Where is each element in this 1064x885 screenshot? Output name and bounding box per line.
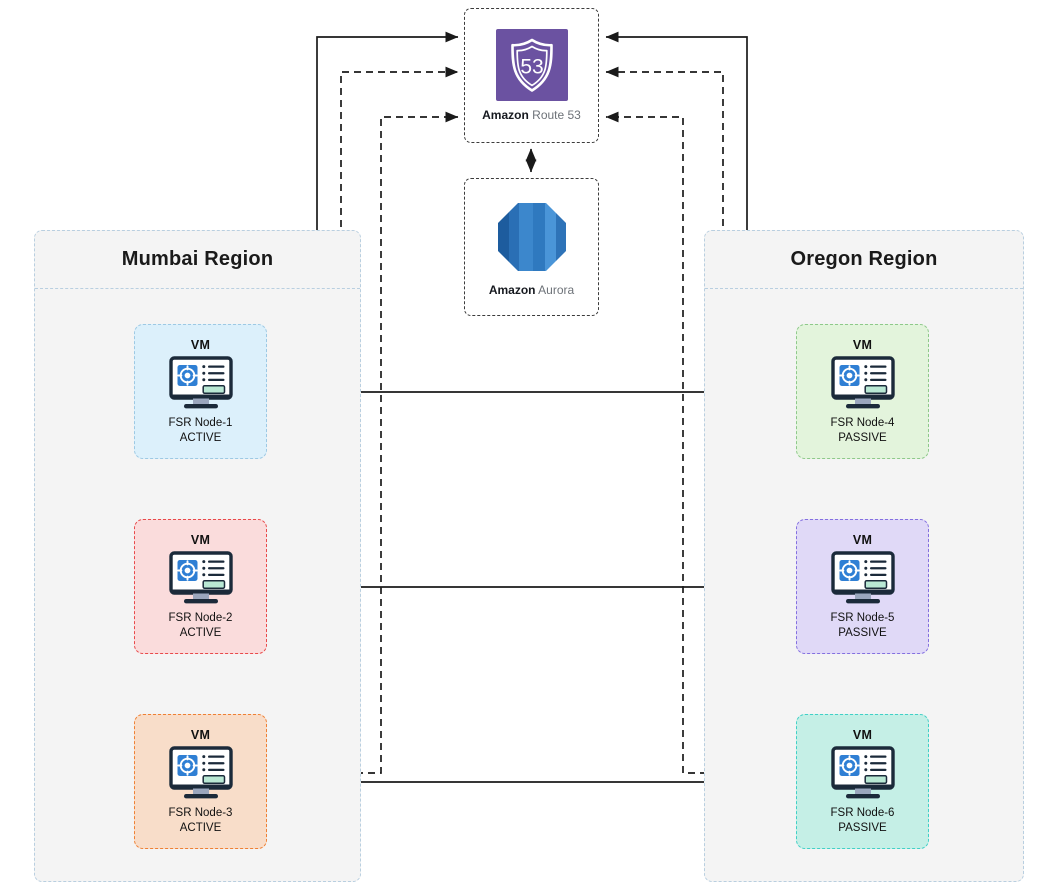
node1-name: FSR Node-1	[168, 416, 233, 429]
vm-monitor-icon	[168, 746, 234, 801]
node-fsr-node-5[interactable]: VM FSR Node-5 PASSIVE	[796, 519, 929, 654]
amazon-aurora-caption: Amazon Aurora	[489, 283, 574, 297]
node3-vm-label: VM	[190, 727, 211, 742]
svg-text:53: 53	[520, 56, 543, 79]
region-mumbai-header: Mumbai Region	[35, 231, 360, 289]
node-fsr-node-2[interactable]: VM FSR Node-2 ACTIVE	[134, 519, 267, 654]
node4-name: FSR Node-4	[830, 416, 895, 429]
node4-label: FSR Node-4 PASSIVE	[831, 416, 895, 445]
node2-vm-label: VM	[190, 532, 211, 547]
region-oregon-header: Oregon Region	[705, 231, 1023, 289]
amazon-route-53-icon: 53	[495, 29, 568, 101]
node6-label: FSR Node-6 PASSIVE	[831, 806, 895, 835]
node6-name: FSR Node-6	[830, 806, 895, 819]
amazon-aurora-icon	[493, 198, 571, 276]
node2-label: FSR Node-2 ACTIVE	[169, 611, 233, 640]
node4-state: PASSIVE	[838, 431, 887, 444]
aurora-brand: Amazon	[488, 282, 536, 297]
node1-label: FSR Node-1 ACTIVE	[169, 416, 233, 445]
node-fsr-node-4[interactable]: VM FSR Node-4 PASSIVE	[796, 324, 929, 459]
node3-label: FSR Node-3 ACTIVE	[169, 806, 233, 835]
vm-monitor-icon	[830, 356, 896, 411]
service-amazon-aurora[interactable]: Amazon Aurora	[464, 178, 599, 316]
node3-name: FSR Node-3	[168, 806, 233, 819]
vm-monitor-icon	[830, 551, 896, 606]
node3-state: ACTIVE	[179, 821, 222, 834]
vm-monitor-icon	[168, 356, 234, 411]
amazon-route-53-caption: Amazon Route 53	[482, 108, 581, 122]
node-fsr-node-1[interactable]: VM FSR Node-1 ACTIVE	[134, 324, 267, 459]
aurora-service-name: Aurora	[538, 282, 575, 297]
node2-state: ACTIVE	[179, 626, 222, 639]
service-amazon-route-53[interactable]: 53 Amazon Route 53	[464, 8, 599, 143]
route53-brand: Amazon	[482, 108, 529, 122]
region-mumbai-title: Mumbai Region	[121, 248, 274, 270]
node5-label: FSR Node-5 PASSIVE	[831, 611, 895, 640]
node5-name: FSR Node-5	[830, 611, 895, 624]
node1-state: ACTIVE	[179, 431, 222, 444]
vm-monitor-icon	[830, 746, 896, 801]
node5-vm-label: VM	[852, 532, 873, 547]
node6-vm-label: VM	[852, 727, 873, 742]
route53-service-name: Route 53	[532, 108, 581, 122]
node-fsr-node-3[interactable]: VM FSR Node-3 ACTIVE	[134, 714, 267, 849]
node5-state: PASSIVE	[838, 626, 887, 639]
node2-name: FSR Node-2	[168, 611, 233, 624]
vm-monitor-icon	[168, 551, 234, 606]
node4-vm-label: VM	[852, 337, 873, 352]
node-fsr-node-6[interactable]: VM FSR Node-6 PASSIVE	[796, 714, 929, 849]
node6-state: PASSIVE	[838, 821, 887, 834]
node1-vm-label: VM	[190, 337, 211, 352]
region-oregon-title: Oregon Region	[790, 248, 938, 270]
